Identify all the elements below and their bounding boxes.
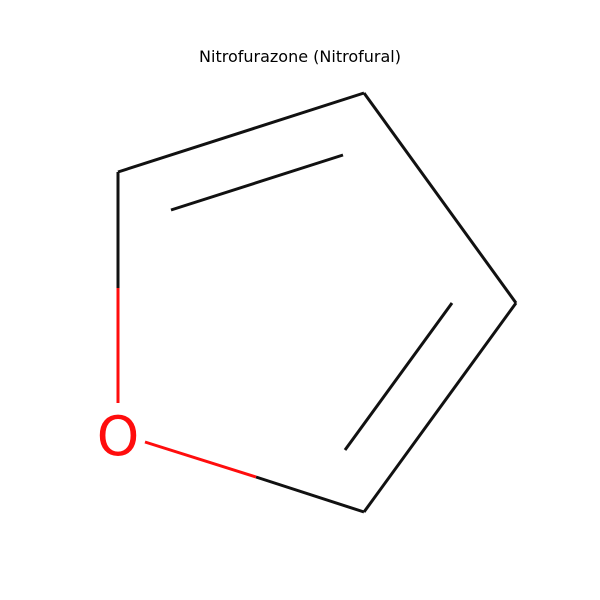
bond-c2-c3	[117, 91, 365, 212]
bond-c4-c5-outer	[362, 302, 518, 513]
bond-c5-o1	[144, 440, 365, 514]
atom-label-oxygen: O	[97, 405, 140, 468]
bond-c3-c4-line	[362, 92, 518, 304]
diagram-title: Nitrofurazone (Nitrofural)	[199, 47, 401, 66]
bond-c2-c3-outer	[117, 91, 365, 174]
bond-c4-c5-inner	[343, 302, 454, 451]
bond-c2-c3-inner	[170, 153, 344, 212]
bond-c5-o1-carbon-half	[255, 475, 365, 514]
bond-c4-c5	[343, 302, 518, 513]
bond-c3-c4	[362, 92, 518, 304]
bond-c5-o1-oxygen-half	[144, 440, 257, 479]
